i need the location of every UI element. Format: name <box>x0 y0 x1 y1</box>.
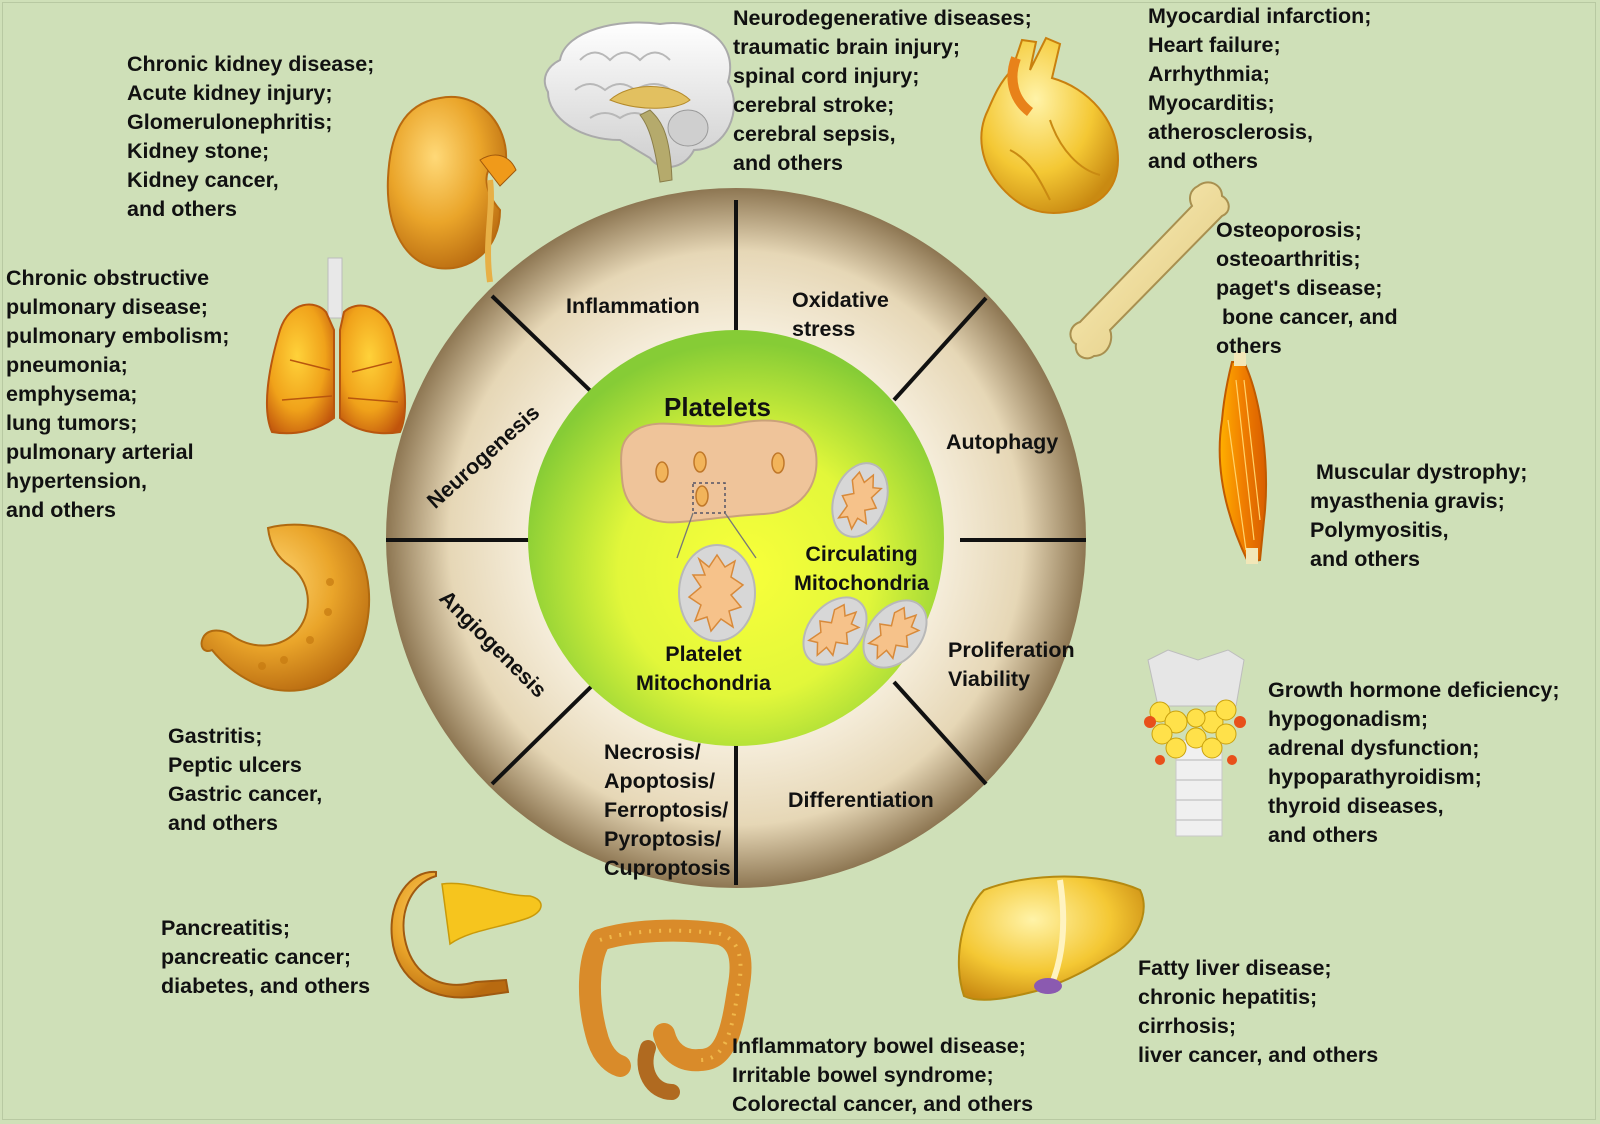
stomach-icon <box>200 523 371 692</box>
pancreas-icon <box>390 870 542 999</box>
ring-label-inflammation: Inflammation <box>566 294 700 318</box>
brain-icon <box>543 21 735 183</box>
bone-icon <box>1069 181 1230 360</box>
lungs-icon <box>265 257 407 435</box>
intestine-icon <box>578 919 752 1100</box>
ring-label-cell-death: Necrosis/ Apoptosis/ Ferroptosis/ Pyropt… <box>604 740 731 880</box>
stomach-diseases: Gastritis; Peptic ulcers Gastric cancer,… <box>168 724 323 835</box>
brain-diseases: Neurodegenerative diseases; traumatic br… <box>733 6 1032 175</box>
ring-label-differentiation: Differentiation <box>788 788 934 812</box>
endocrine-diseases: Growth hormone deficiency; hypogonadism;… <box>1268 678 1560 847</box>
platelet-mito-label: Platelet Mitochondria <box>636 642 771 695</box>
pancreas-diseases: Pancreatitis; pancreatic cancer; diabete… <box>161 916 371 998</box>
circulating-mito-label: Circulating Mitochondria <box>794 542 929 595</box>
kidney-icon <box>386 95 517 283</box>
platelet-icon <box>620 419 818 559</box>
liver-icon <box>957 875 1145 1001</box>
heart-diseases: Myocardial infarction; Heart failure; Ar… <box>1148 4 1372 173</box>
muscle-icon <box>1218 352 1267 564</box>
lung-diseases: Chronic obstructive pulmonary disease; p… <box>6 266 230 522</box>
heart-icon <box>980 36 1120 214</box>
center-title: Platelets <box>664 392 771 422</box>
ring-label-proliferation: Proliferation Viability <box>948 638 1075 691</box>
mechanism-wheel: Neurogenesis Angiogenesis <box>386 188 1086 888</box>
mitochondria-icons <box>678 462 928 669</box>
bone-diseases: Osteoporosis; osteoarthritis; paget's di… <box>1216 218 1398 358</box>
liver-diseases: Fatty liver disease; chronic hepatitis; … <box>1138 956 1379 1067</box>
muscle-diseases: Muscular dystrophy; myasthenia gravis; P… <box>1310 460 1528 571</box>
thyroid-icon <box>1144 649 1246 837</box>
intestine-diseases: Inflammatory bowel disease; Irritable bo… <box>732 1034 1034 1116</box>
kidney-diseases: Chronic kidney disease; Acute kidney inj… <box>127 52 375 221</box>
ring-label-autophagy: Autophagy <box>946 430 1059 454</box>
ring-label-oxidative-stress: Oxidative stress <box>792 288 889 341</box>
ring-dividers <box>386 200 1086 885</box>
